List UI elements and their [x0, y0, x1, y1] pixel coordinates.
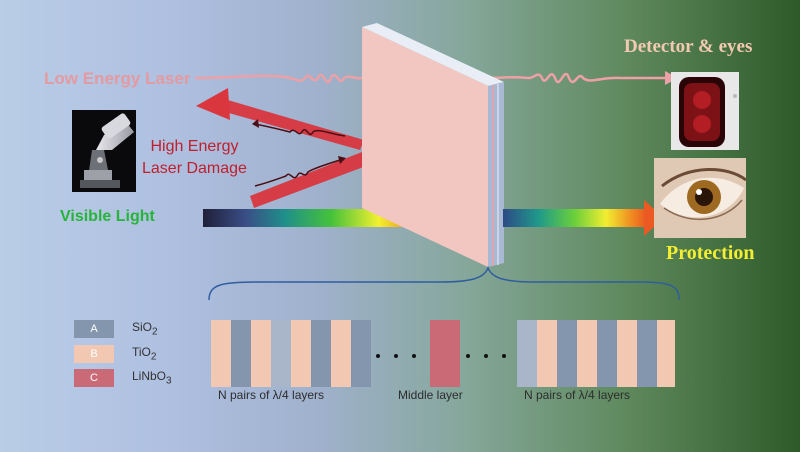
low-energy-laser-label: Low Energy Laser: [44, 69, 191, 88]
layer-stack-right: [517, 320, 675, 387]
high-laser-wave-upper: [254, 123, 346, 137]
ellipsis-right: [466, 354, 506, 358]
protection-label: Protection: [666, 242, 755, 264]
legend-name-a: SiO2: [132, 320, 158, 338]
high-laser-wave-lower: [254, 159, 341, 187]
legend-box-c: C: [74, 369, 114, 387]
legend-row-b: B TiO2: [74, 345, 156, 363]
legend-box-a: A: [74, 320, 114, 338]
detector-eyes-label: Detector & eyes: [624, 36, 753, 57]
legend-box-b: B: [74, 345, 114, 363]
high-laser-wave-lower-arrow: [338, 156, 346, 164]
middle-layer-label: Middle layer: [398, 388, 463, 402]
filter-side-edge: [488, 82, 504, 267]
telescope-icon: [72, 110, 136, 192]
high-laser-reflect-upper: [218, 98, 364, 150]
visible-light-label: Visible Light: [60, 208, 155, 225]
low-laser-wave-left: [194, 73, 363, 84]
filter-slab: [362, 23, 504, 267]
legend-row-a: A SiO2: [74, 320, 158, 338]
low-laser-wave-right: [487, 72, 665, 84]
eye-icon: [654, 158, 747, 238]
layer-stack-left: [211, 320, 371, 387]
right-stack-label: N pairs of λ/4 layers: [524, 388, 631, 402]
high-laser-wave-upper-arrow: [252, 119, 259, 128]
protected-output-spectrum: [503, 200, 664, 236]
middle-layer: [430, 320, 460, 387]
layer-bracket: [208, 265, 680, 301]
high-laser-incoming-lower: [250, 152, 366, 208]
high-energy-line2: Laser Damage: [142, 160, 247, 177]
legend-row-c: C LiNbO3: [74, 369, 172, 387]
detector-icon: [671, 72, 739, 150]
high-energy-laser-beam: [196, 88, 366, 208]
filter-top-edge: [362, 23, 504, 86]
high-laser-arrowhead: [196, 88, 230, 120]
high-energy-line1: High Energy: [150, 138, 239, 155]
filter-front-face: [362, 27, 488, 267]
high-energy-laser-label: High Energy Laser Damage: [142, 136, 247, 180]
left-stack-label: N pairs of λ/4 layers: [218, 388, 325, 402]
legend-name-b: TiO2: [132, 345, 157, 363]
legend-name-c: LiNbO3: [132, 369, 172, 387]
ellipsis-left: [376, 354, 416, 358]
